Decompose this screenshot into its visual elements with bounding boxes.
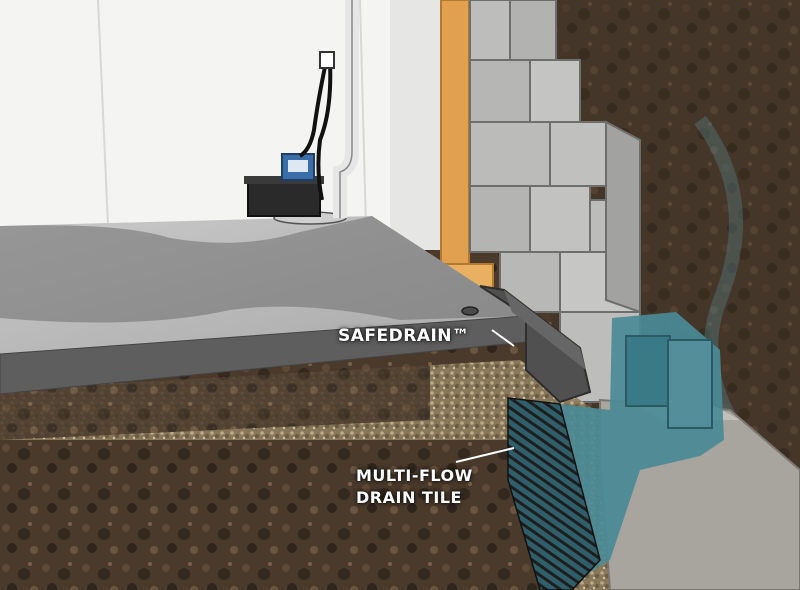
drain-tile-pipe (507, 397, 601, 590)
safedrain-channel (479, 285, 592, 404)
wall-panel-seam (359, 0, 367, 229)
gravel-left-fade (0, 360, 430, 440)
wall-panel-seam (97, 0, 109, 226)
wood-stud (440, 0, 470, 273)
block-wall-side (605, 120, 641, 314)
safedrain-label: SAFEDRAIN™ (338, 326, 470, 346)
drain-tile-leader-line (455, 447, 515, 463)
wall-shadow-strip (390, 0, 440, 250)
membrane-window (667, 339, 713, 429)
membrane-window (625, 335, 671, 407)
safedrain-flange (504, 290, 586, 370)
sump-pump-icon (244, 153, 347, 225)
drain-tile-label-line-1: MULTI-FLOW (356, 466, 473, 485)
drain-tile-label-line-2: DRAIN TILE (356, 488, 462, 507)
block-wall (469, 0, 641, 403)
power-cord (316, 61, 333, 201)
outlet-icon (319, 51, 335, 69)
floor-drain-icon (461, 306, 479, 316)
floor-slab-border (0, 216, 526, 323)
drain-tile-label: MULTI-FLOW DRAIN TILE (356, 465, 473, 509)
safedrain-leader-line (491, 329, 515, 347)
soil-moisture-streak (694, 115, 766, 465)
power-cord (298, 61, 328, 158)
